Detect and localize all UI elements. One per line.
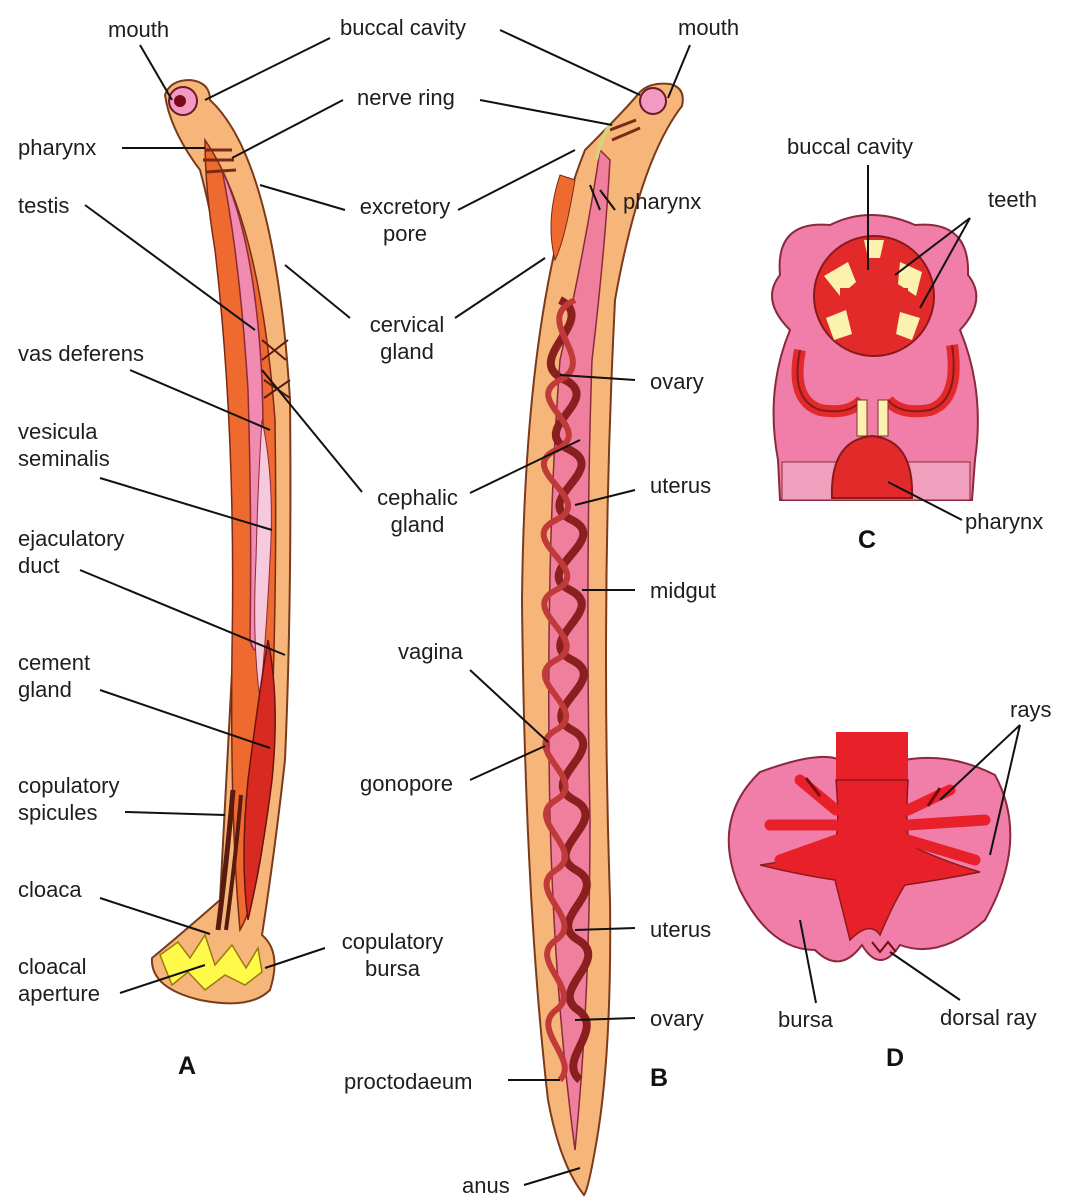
- male-worm-figure-a: [152, 80, 291, 1003]
- label-cervical-gland: cervical gland: [357, 311, 457, 365]
- label-pharynx-a: pharynx: [18, 134, 96, 161]
- label-ovary-upper: ovary: [650, 368, 704, 395]
- label-dorsal-ray: dorsal ray: [940, 1004, 1037, 1031]
- label-cephalic-gland: cephalic gland: [365, 484, 470, 538]
- label-nerve-ring: nerve ring: [357, 84, 455, 111]
- label-ejaculatory-duct: ejaculatory duct: [18, 525, 124, 579]
- label-midgut: midgut: [650, 577, 716, 604]
- label-testis: testis: [18, 192, 69, 219]
- label-cloaca: cloaca: [18, 876, 82, 903]
- label-uterus-upper: uterus: [650, 472, 711, 499]
- label-proctodaeum: proctodaeum: [344, 1068, 472, 1095]
- label-buccal-cavity: buccal cavity: [340, 14, 466, 41]
- label-vesicula-seminalis: vesicula seminalis: [18, 418, 110, 472]
- label-excretory-pore: excretory pore: [345, 193, 465, 247]
- label-pharynx-b: pharynx: [623, 188, 701, 215]
- label-gonopore: gonopore: [360, 770, 453, 797]
- label-teeth: teeth: [988, 186, 1037, 213]
- label-cloacal-aperture: cloacal aperture: [18, 953, 100, 1007]
- label-mouth-a: mouth: [108, 16, 169, 43]
- label-mouth-b: mouth: [678, 14, 739, 41]
- label-bursa: bursa: [778, 1006, 833, 1033]
- bursa-figure-d: [729, 732, 1011, 961]
- label-rays: rays: [1010, 696, 1052, 723]
- label-buccal-cavity-c: buccal cavity: [787, 133, 913, 160]
- label-pharynx-c: pharynx: [965, 508, 1043, 535]
- label-vagina: vagina: [398, 638, 463, 665]
- label-anus: anus: [462, 1172, 510, 1199]
- figure-label-a: A: [178, 1052, 196, 1081]
- label-ovary-lower: ovary: [650, 1005, 704, 1032]
- label-copulatory-spicules: copulatory spicules: [18, 772, 120, 826]
- label-copulatory-bursa: copulatory bursa: [325, 928, 460, 982]
- label-cement-gland: cement gland: [18, 649, 90, 703]
- label-uterus-lower: uterus: [650, 916, 711, 943]
- figure-label-c: C: [858, 526, 876, 555]
- figure-label-d: D: [886, 1044, 904, 1073]
- figure-label-b: B: [650, 1064, 668, 1093]
- label-vas-deferens: vas deferens: [18, 340, 144, 367]
